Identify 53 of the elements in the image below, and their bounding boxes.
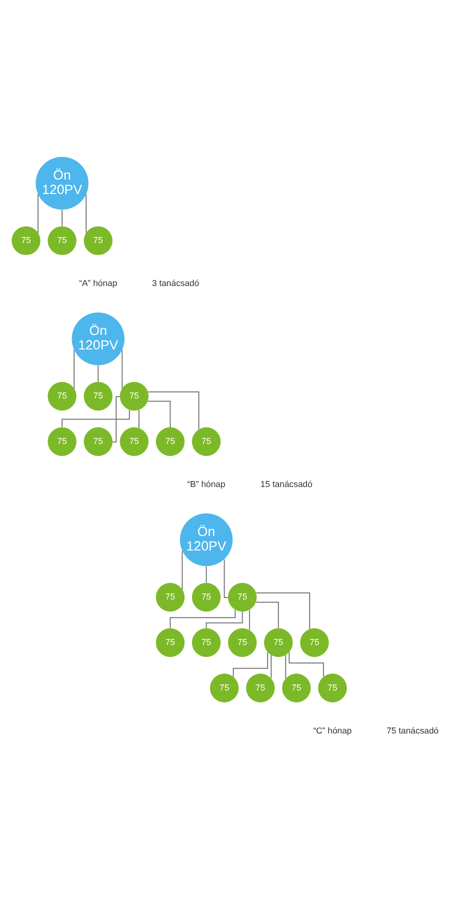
node-circle: 75 [119, 427, 148, 456]
connector [255, 592, 310, 630]
connector [121, 349, 122, 389]
connector [232, 652, 268, 678]
label: 75 tanácsadó [386, 725, 438, 736]
node-circle: 75 [191, 582, 220, 612]
connector [284, 654, 286, 679]
node-circle: 75 [155, 628, 184, 657]
node-circle: 75 [47, 427, 76, 456]
node-circle: 75 [300, 628, 328, 657]
node-circle: 75 [83, 382, 112, 411]
connector [146, 391, 199, 430]
node-circle: 75 [155, 582, 184, 612]
connector [112, 396, 120, 442]
label: “B” hónap [186, 478, 225, 489]
node-circle: 75 [282, 674, 310, 702]
connector [85, 194, 86, 234]
node-circle: Ön 120PV [35, 156, 88, 210]
connector [61, 209, 62, 227]
connector [223, 558, 228, 598]
node-circle: 75 [83, 226, 112, 256]
connector [97, 364, 98, 382]
connector [181, 550, 182, 590]
node-circle: 75 [11, 226, 40, 256]
node-circle: 75 [155, 427, 184, 456]
label: 15 tanácsadó [260, 478, 312, 489]
connector [61, 409, 130, 428]
node-circle: 75 [264, 628, 292, 657]
connector [205, 566, 206, 584]
connector [255, 602, 278, 629]
node-circle: 75 [191, 427, 220, 456]
node-circle: 75 [228, 628, 256, 657]
connector [73, 349, 74, 389]
node-circle: 75 [191, 628, 220, 657]
connector [146, 400, 170, 428]
label: “C” hónap [312, 725, 352, 736]
connector [270, 654, 272, 679]
node-circle: 75 [47, 382, 76, 411]
connector [248, 609, 250, 631]
node-circle: 75 [209, 674, 238, 702]
node-circle: 75 [119, 382, 148, 411]
connector [205, 611, 242, 629]
connector [138, 409, 139, 429]
node-circle: 75 [246, 674, 274, 702]
label: “A” hónap [78, 278, 117, 288]
node-circle: 75 [47, 226, 76, 256]
node-circle: Ön 120PV [71, 312, 124, 366]
node-circle: 75 [228, 582, 256, 612]
connector [37, 194, 38, 234]
node-circle: Ön 120PV [179, 513, 232, 566]
node-circle: 75 [83, 427, 112, 456]
node-circle: 75 [318, 674, 346, 702]
label: 3 tanácsadó [152, 278, 199, 288]
